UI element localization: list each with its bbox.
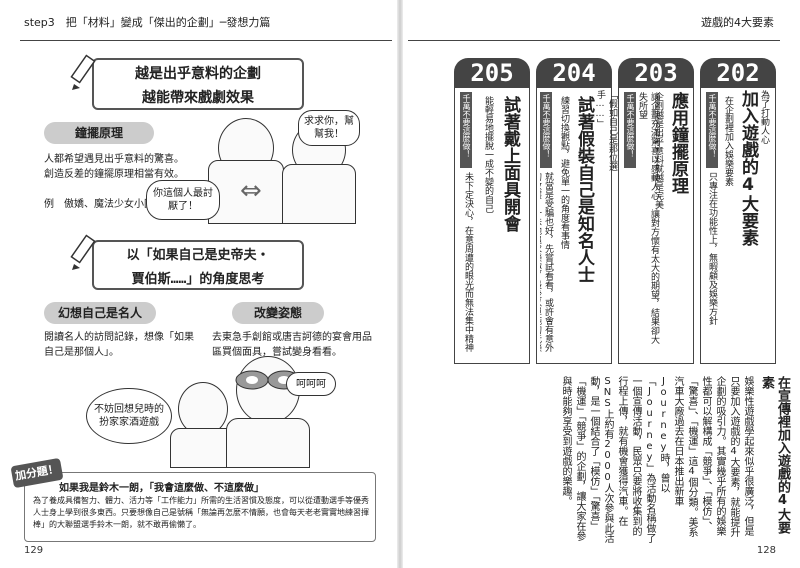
col-202-frame (700, 86, 776, 364)
section1-title-box: 越是出乎意料的企劃 越能帶來戲劇效果 (92, 58, 304, 110)
col-203-tag: 千萬不要這麼做！ (624, 92, 636, 168)
girl-body-2 (282, 164, 356, 224)
main-body: 娛樂性遊戲學起來似乎很廣泛，但是只要加入遊戲的4大要素，就能提升企劃的吸引力。其… (560, 376, 753, 543)
speech-bubble-girl: 求求你，幫幫我！ (298, 110, 360, 146)
col-204-sub: 練習切換觀點，避免單一的角度看事情 (559, 96, 569, 249)
pendulum-tag: 鐘擺原理 (44, 122, 154, 144)
col-204-number: 204 (536, 58, 612, 88)
right-header: 遊戲的4大要素 (400, 0, 800, 36)
col-204-kicker: 「假如自己是那位選手……」 (595, 90, 617, 171)
col-202-title: 加入遊戲的4大要素 (738, 90, 758, 246)
boy-body (170, 428, 236, 468)
main-title: 在宣傳裡加入遊戲的4大要素 (759, 376, 790, 534)
col-203-sub: 企劃越是出乎意料就越是完美 (653, 92, 663, 209)
left-header-title: step3 把「材料」變成「傑出的企劃」─發想力篇 (24, 16, 271, 29)
col-205-sub: 能輕易地擺脫一成不變的自己 (483, 96, 493, 213)
right-header-title: 遊戲的4大要素 (701, 16, 774, 29)
col-203-note: 讓企劃充滿驚喜以感動人心 讓對方懷有太大的期望，結果卻大失所望 (637, 92, 659, 344)
tip-box: 如果我是鈴木一朗，「我會這麼做、不這麼做」 為了養成具備智力、體力、活力等「工作… (24, 472, 376, 542)
col-202-kicker: 為了打動人心 (759, 90, 769, 144)
col-203-frame (618, 86, 694, 364)
right-page-number: 128 (756, 545, 776, 556)
section2-title-line1: 以「如果自己是史帝夫・ (126, 248, 270, 263)
left-page-number: 129 (24, 545, 44, 556)
left-header-rule (20, 40, 392, 41)
section1-body: 人都希望遇見出乎意料的驚喜。 創造反差的鐘擺原理相當有效。 例 傲嬌、魔法少女小… (44, 154, 184, 210)
swap-arrow-icon: ⇔ (240, 176, 262, 206)
tip-body: 為了養成具備智力、體力、活力等「工作能力」所需的生活習慣及態度，可以從遭動選手等… (33, 496, 369, 529)
right-header-rule (408, 40, 780, 41)
masked-woman-body (226, 418, 310, 468)
col-205-number: 205 (454, 58, 530, 88)
speech-bubble-woman: 呵呵呵 (286, 372, 336, 396)
col-203-number: 203 (618, 58, 694, 88)
col-204-note: 就當是受騙也好，先嘗試看看，或許會有意外的收穫 一味地追求樂趣，最後以單純的玩樂… (540, 172, 553, 352)
col-205-note: 未下定決心，在意周遭的眼光而無法集中精神 (463, 172, 473, 352)
section1-title-line2: 越能帶來戲劇效果 (142, 90, 254, 106)
section2-title-line2: 賈伯斯……」的角度思考 (131, 272, 265, 287)
col-202-tag: 千萬不要這麼做！ (706, 92, 718, 168)
tip-title: 如果我是鈴木一朗，「我會這麼做、不這麼做」 (59, 483, 264, 494)
col-202-number: 202 (700, 58, 776, 88)
section2-body-left: 閱讀名人的訪問記錄，想像「如果自己是那個人」。 (44, 332, 194, 358)
left-header: step3 把「材料」變成「傑出的企劃」─發想力篇 (0, 0, 400, 36)
speech-bubble-boy-2: 不妨回想兒時的扮家家酒遊戲 (86, 388, 172, 444)
col-204-tag: 千萬不要這麼做！ (540, 92, 552, 168)
col-204-frame (536, 86, 612, 364)
pencil-icon-2 (70, 234, 96, 270)
celebrity-tag: 幻想自己是名人 (44, 302, 156, 324)
speech-bubble-boy: 你這個人最討厭了！ (146, 180, 220, 220)
col-202-note: 只專注在功能性上，無暇顧及娛樂方針 (707, 172, 717, 325)
section2-title-box: 以「如果自己是史帝夫・ 賈伯斯……」的角度思考 (92, 240, 304, 290)
section1-title-line1: 越是出乎意料的企劃 (135, 66, 261, 82)
col-202-sub: 在企劃裡加入娛樂要素 (723, 96, 733, 186)
pencil-icon (70, 54, 96, 90)
col-205-title: 試著戴上面具開會 (500, 96, 520, 232)
col-203-title: 應用鐘擺原理 (668, 92, 688, 194)
book-spine (397, 0, 403, 568)
col-204-title: 試著假裝自己是知名人士 (574, 96, 594, 283)
attitude-tag: 改變姿態 (232, 302, 324, 324)
col-205-frame (454, 86, 530, 364)
col-205-tag: 千萬不要這麼做！ (460, 92, 472, 168)
section2-body-right: 去東急手創館或唐吉訶德的宴會用品區買個面具，嘗試變身看看。 (212, 332, 372, 358)
